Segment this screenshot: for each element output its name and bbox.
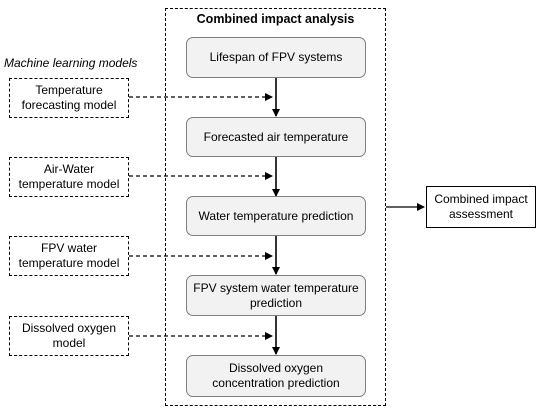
step-forecasted-air-temperature: Forecasted air temperature <box>186 117 366 157</box>
model-temperature-forecasting: Temperature forecasting model <box>9 78 129 118</box>
combined-impact-assessment: Combined impact assessment <box>426 186 536 228</box>
step-dissolved-oxygen-prediction: Dissolved oxygen concentration predictio… <box>186 355 366 397</box>
combined-analysis-title: Combined impact analysis <box>196 12 355 26</box>
step-fpv-water-temperature-prediction: FPV system water temperature prediction <box>186 275 366 316</box>
models-section-label: Machine learning models <box>4 56 138 70</box>
model-fpv-water-temperature: FPV water temperature model <box>9 236 129 276</box>
step-water-temperature-prediction: Water temperature prediction <box>186 196 366 236</box>
step-lifespan: Lifespan of FPV systems <box>186 37 366 78</box>
model-air-water-temperature: Air-Water temperature model <box>9 157 129 197</box>
model-dissolved-oxygen: Dissolved oxygen model <box>9 316 129 356</box>
combined-analysis-frame <box>165 8 386 406</box>
